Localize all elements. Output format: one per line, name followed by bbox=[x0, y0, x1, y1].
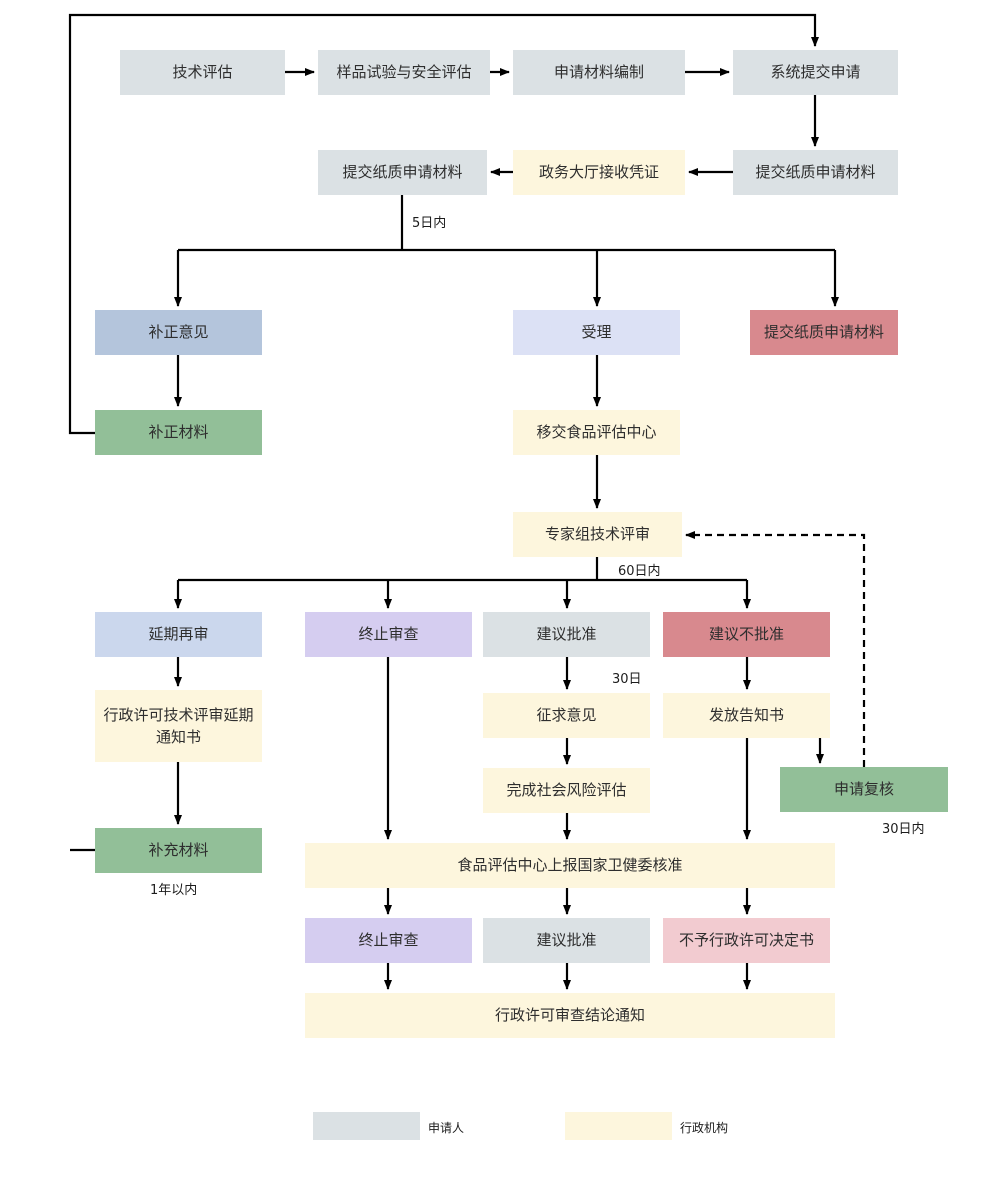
node-label: 行政许可技术评审延期通知书 bbox=[103, 705, 254, 747]
flow-node-suggest-approval-2: 建议批准 bbox=[483, 918, 650, 963]
node-label: 移交食品评估中心 bbox=[536, 423, 657, 442]
flow-node-report-nhc: 食品评估中心上报国家卫健委核准 bbox=[305, 843, 835, 888]
flow-node-sample-test: 样品试验与安全评估 bbox=[318, 50, 490, 95]
legend-swatch-authority bbox=[565, 1112, 672, 1140]
flow-node-suggest-disapproval: 建议不批准 bbox=[663, 612, 830, 657]
edge-label-within-30-days: 30日内 bbox=[882, 822, 925, 837]
node-label: 不予行政许可决定书 bbox=[678, 931, 814, 950]
legend-label-authority: 行政机构 bbox=[680, 1121, 729, 1135]
flow-node-acceptance: 受理 bbox=[513, 310, 680, 355]
node-label: 技术评估 bbox=[172, 63, 233, 82]
node-label: 补充材料 bbox=[148, 841, 209, 860]
node-label: 政务大厅接收凭证 bbox=[538, 163, 659, 182]
flow-node-supplement-material: 补充材料 bbox=[95, 828, 262, 873]
flow-node-issue-notice: 发放告知书 bbox=[663, 693, 830, 738]
node-label: 征求意见 bbox=[536, 706, 597, 725]
flow-node-expert-review: 专家组技术评审 bbox=[513, 512, 682, 557]
flow-node-tech-eval: 技术评估 bbox=[120, 50, 285, 95]
node-label: 提交纸质申请材料 bbox=[342, 163, 463, 182]
node-label: 建议批准 bbox=[536, 931, 597, 950]
node-label: 提交纸质申请材料 bbox=[755, 163, 876, 182]
node-label: 补正材料 bbox=[148, 423, 209, 442]
flow-node-paper-submit-right: 提交纸质申请材料 bbox=[733, 150, 898, 195]
edge-label-within-60-days: 60日内 bbox=[618, 564, 661, 579]
legend-swatch-applicant bbox=[313, 1112, 420, 1140]
node-label: 延期再审 bbox=[148, 625, 209, 644]
flow-node-postpone-notice: 行政许可技术评审延期通知书 bbox=[95, 690, 262, 762]
legend-label-applicant: 申请人 bbox=[428, 1121, 465, 1135]
flow-node-no-permit-decision: 不予行政许可决定书 bbox=[663, 918, 830, 963]
node-label: 建议批准 bbox=[536, 625, 597, 644]
flow-node-apply-recheck: 申请复核 bbox=[780, 767, 948, 812]
node-label: 完成社会风险评估 bbox=[506, 781, 627, 800]
edge-label-within-5-days: 5日内 bbox=[412, 216, 447, 231]
node-label: 提交纸质申请材料 bbox=[763, 323, 884, 342]
flow-node-system-submit: 系统提交申请 bbox=[733, 50, 898, 95]
node-label: 终止审查 bbox=[358, 931, 419, 950]
flow-node-paper-submit-rejected: 提交纸质申请材料 bbox=[750, 310, 898, 355]
flow-node-terminate-review-2: 终止审查 bbox=[305, 918, 472, 963]
flow-node-social-risk-eval: 完成社会风险评估 bbox=[483, 768, 650, 813]
node-label: 建议不批准 bbox=[708, 625, 784, 644]
flow-node-transfer-center: 移交食品评估中心 bbox=[513, 410, 680, 455]
node-label: 系统提交申请 bbox=[770, 63, 861, 82]
node-label: 申请复核 bbox=[833, 780, 894, 799]
node-label: 发放告知书 bbox=[708, 706, 784, 725]
edge-label-30-days: 30日 bbox=[612, 672, 642, 687]
node-label: 补正意见 bbox=[148, 323, 209, 342]
flow-node-terminate-review-1: 终止审查 bbox=[305, 612, 472, 657]
flow-node-correction-opinion: 补正意见 bbox=[95, 310, 262, 355]
node-label: 专家组技术评审 bbox=[544, 525, 650, 544]
flow-node-postpone-review: 延期再审 bbox=[95, 612, 262, 657]
edge-label-within-1-year: 1年以内 bbox=[150, 883, 198, 898]
node-label: 申请材料编制 bbox=[553, 63, 644, 82]
flow-node-review-conclusion: 行政许可审查结论通知 bbox=[305, 993, 835, 1038]
node-label: 受理 bbox=[581, 323, 612, 342]
flow-node-paper-submit-left: 提交纸质申请材料 bbox=[318, 150, 487, 195]
flow-node-material-prep: 申请材料编制 bbox=[513, 50, 685, 95]
node-label: 食品评估中心上报国家卫健委核准 bbox=[457, 856, 683, 875]
node-label: 终止审查 bbox=[358, 625, 419, 644]
flow-node-correction-material: 补正材料 bbox=[95, 410, 262, 455]
node-label: 样品试验与安全评估 bbox=[336, 63, 472, 82]
flow-node-seek-opinions: 征求意见 bbox=[483, 693, 650, 738]
node-label: 行政许可审查结论通知 bbox=[494, 1006, 645, 1025]
flow-node-hall-receipt: 政务大厅接收凭证 bbox=[513, 150, 685, 195]
flow-node-suggest-approval-1: 建议批准 bbox=[483, 612, 650, 657]
